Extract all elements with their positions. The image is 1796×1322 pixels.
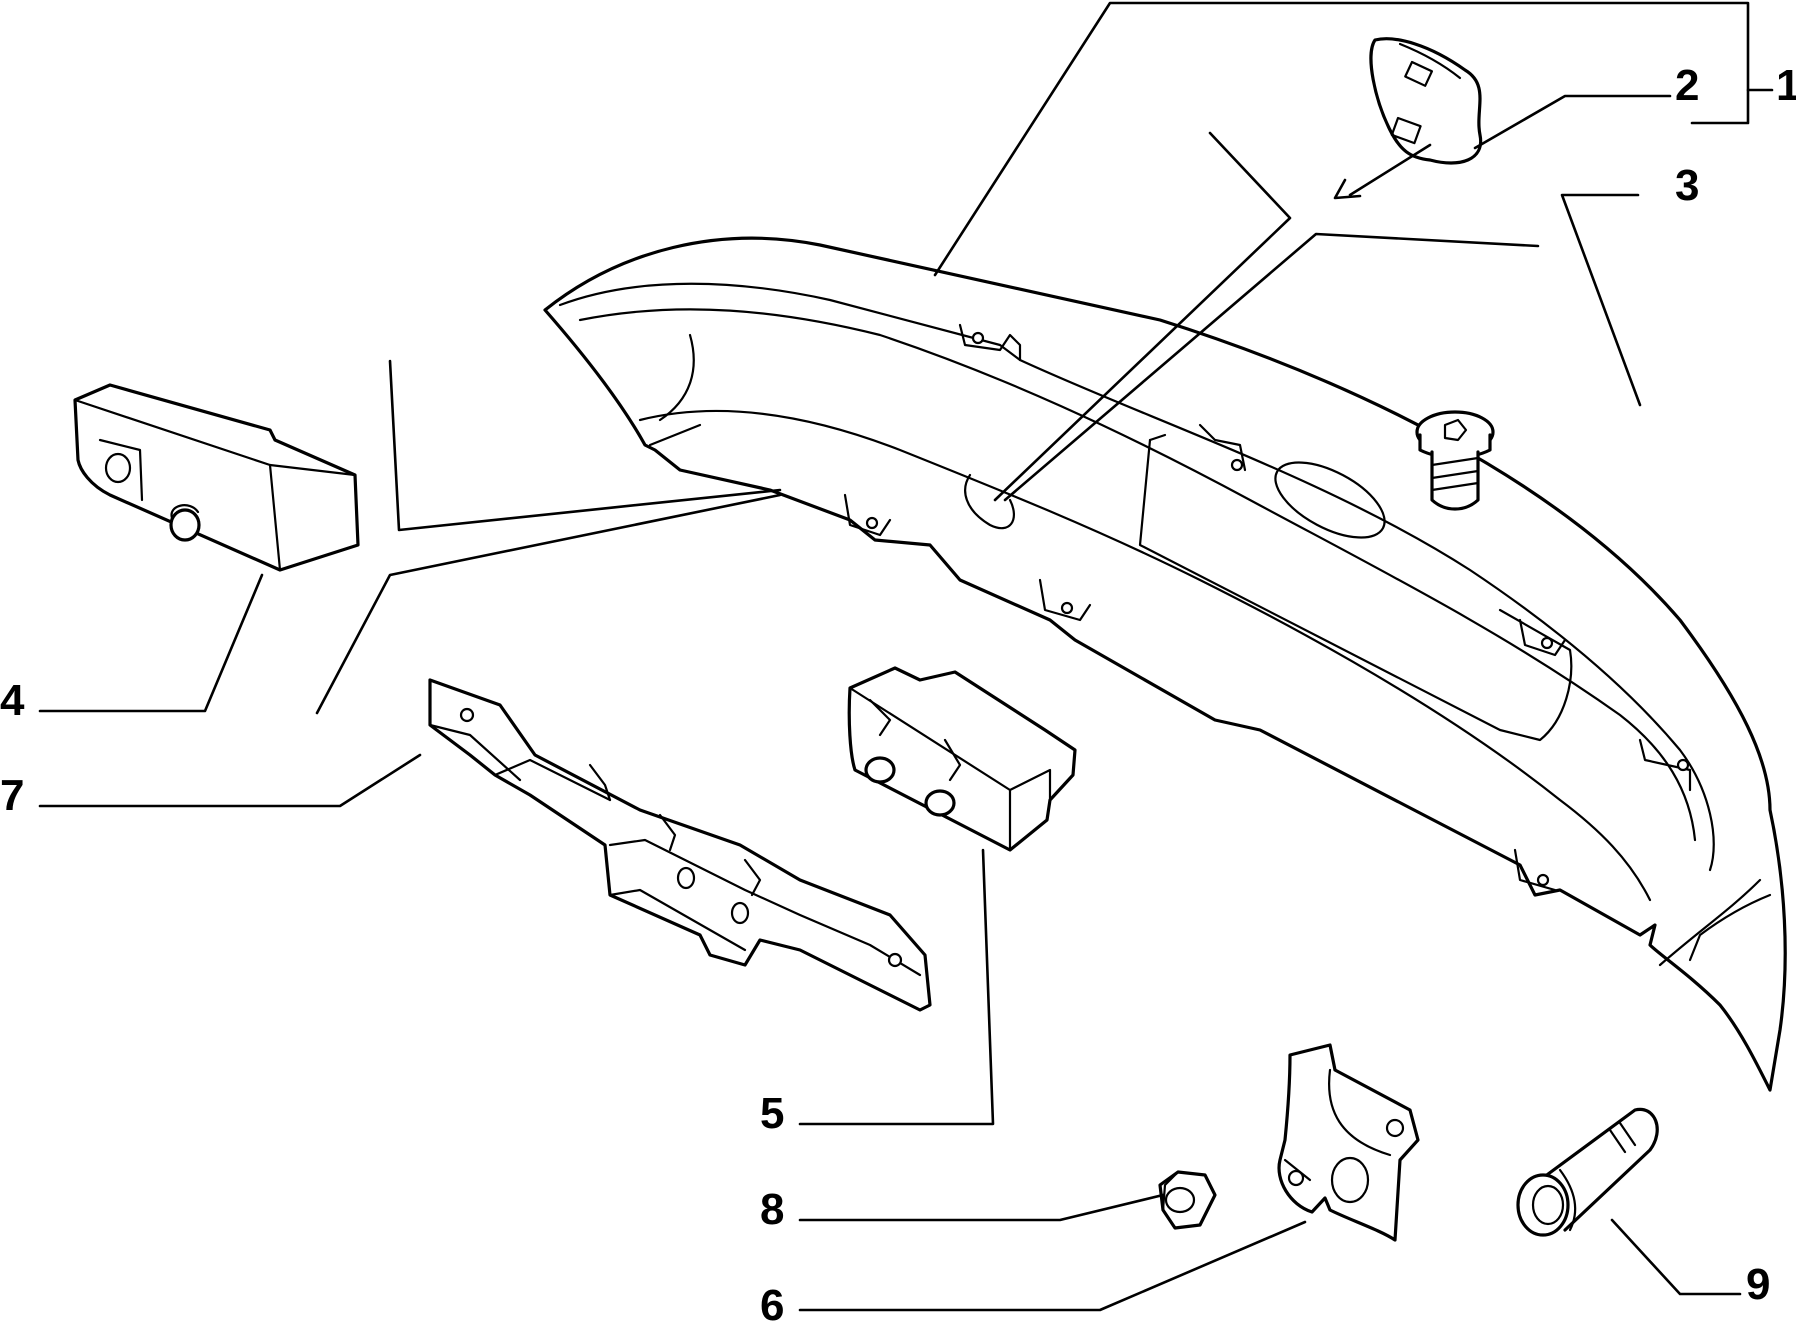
part-5-right-bracket: [847, 666, 1077, 852]
callout-labels: 1 2 3 4 7 5 8 6 9: [0, 61, 1796, 1322]
callout-4: 4: [0, 676, 25, 725]
part-4-left-bracket: [73, 383, 360, 572]
part-1-rear-bumper: [543, 236, 1787, 1092]
part-7-support-rail: [428, 678, 932, 1012]
callout-5: 5: [760, 1089, 784, 1138]
part-3-screw: [1415, 410, 1495, 511]
callout-3: 3: [1675, 161, 1699, 210]
callout-8: 8: [760, 1185, 784, 1234]
callout-9: 9: [1746, 1260, 1770, 1309]
part-2-tow-hook-cap: [1333, 37, 1483, 200]
callout-7: 7: [0, 771, 24, 820]
callout-6: 6: [760, 1281, 784, 1322]
part-9-sleeve: [1516, 1107, 1659, 1237]
part-8-nut: [1158, 1170, 1217, 1230]
callout-1: 1: [1776, 61, 1796, 110]
arrow-indicator-icon: [1348, 143, 1432, 197]
leader-lines: [38, 1, 1774, 1312]
part-6-mounting-plate: [1277, 1043, 1420, 1242]
callout-2: 2: [1675, 61, 1699, 110]
